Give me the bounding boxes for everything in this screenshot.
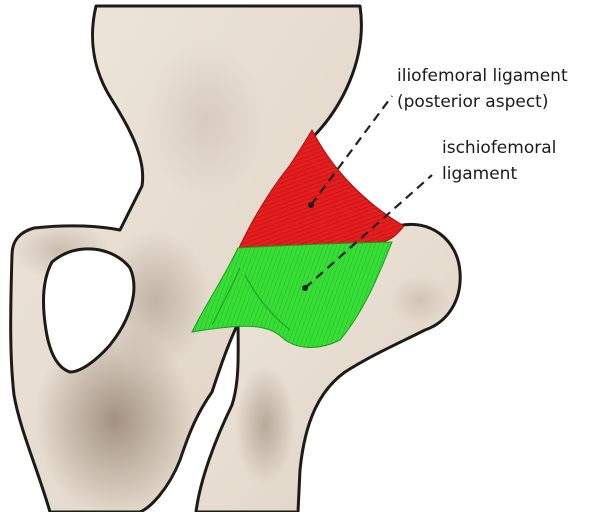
ischiofemoral-label-line1: ischiofemoral	[442, 138, 556, 158]
iliofemoral-pointer-dot	[308, 202, 314, 208]
iliofemoral-label: iliofemoral ligament (posterior aspect)	[397, 66, 568, 112]
iliofemoral-label-line1: iliofemoral ligament	[397, 66, 568, 86]
ischiofemoral-label: ischiofemoral ligament	[442, 138, 556, 184]
ischiofemoral-pointer-dot	[302, 285, 308, 291]
ischiofemoral-label-line2: ligament	[442, 164, 517, 184]
iliofemoral-label-line2: (posterior aspect)	[397, 92, 548, 112]
